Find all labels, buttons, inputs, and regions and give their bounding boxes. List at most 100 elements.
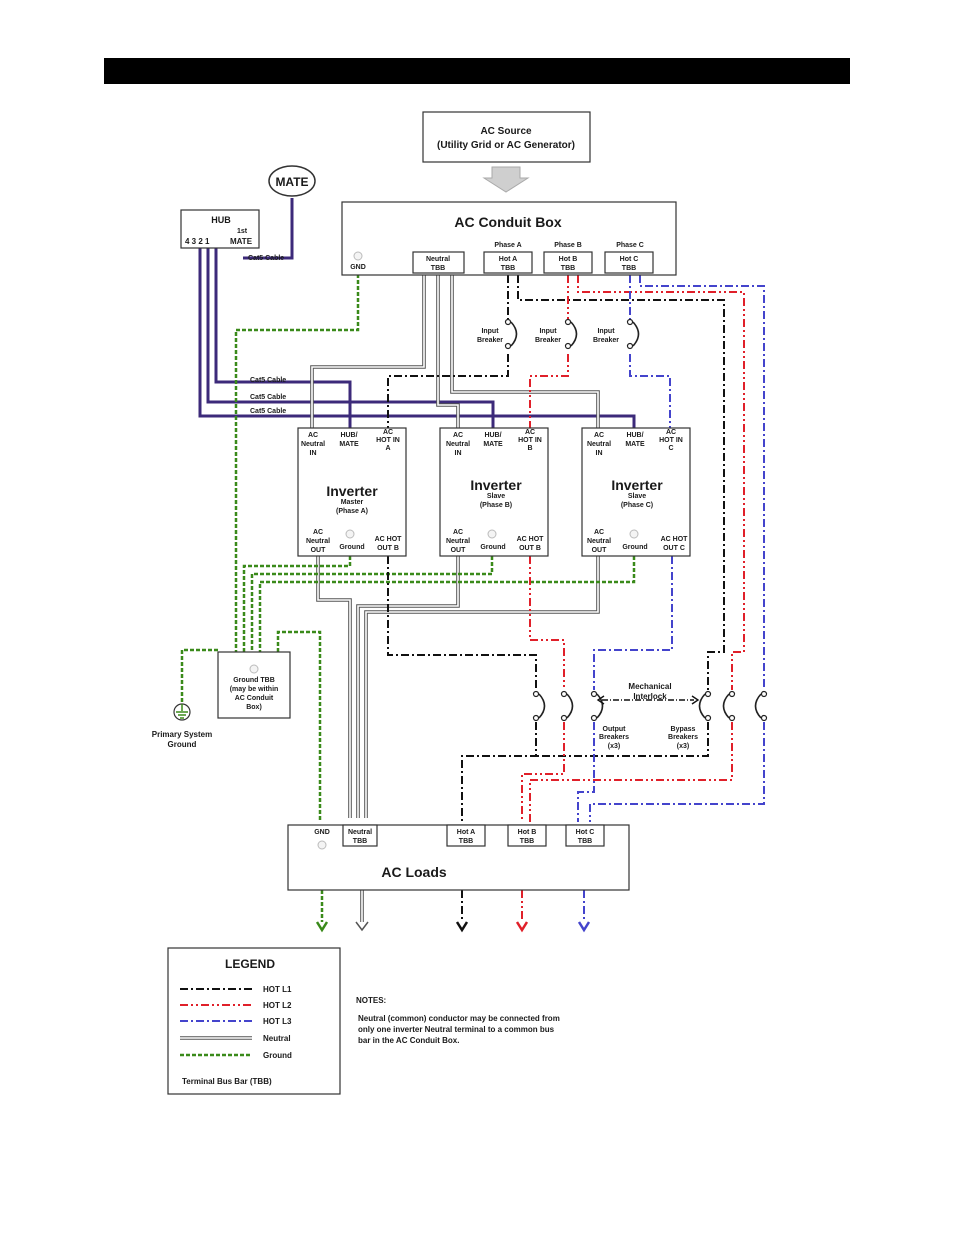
ac-source-sublabel: (Utility Grid or AC Generator) <box>437 140 575 151</box>
phase-b-label: Phase B <box>554 242 582 249</box>
label-inverters-1-ground: Ground <box>480 544 505 551</box>
label-inverters-0-hot_in-2: A <box>385 445 390 452</box>
hub-first-label: 1st <box>237 228 248 235</box>
header-bar <box>104 58 850 84</box>
hot-l2-wires <box>521 275 745 922</box>
phase-a-label: Phase A <box>494 242 521 249</box>
label-inverters-1-neutral_out-2: OUT <box>451 547 467 554</box>
conduit-gnd-label: GND <box>350 264 366 271</box>
inverter-slave-b-ground-icon <box>487 529 497 539</box>
conduit-hot-c-1: Hot C <box>620 256 639 263</box>
conduit-hot-a-2: TBB <box>501 265 515 272</box>
input-breaker-a-label-1: Input <box>481 328 499 335</box>
primary-ground-label-2: Ground <box>168 740 197 749</box>
ground-arrow <box>315 921 329 933</box>
label-inverters-0-neutral_out-1: Neutral <box>306 538 330 545</box>
ground-tbb-terminal-icon <box>249 664 259 674</box>
inverter-slave-b: AC Neutral IN HUB/ MATE AC HOT IN B Inve… <box>439 427 549 557</box>
hot-b-arrow <box>515 921 529 933</box>
label-inverters-0-ac_neutral_in-2: IN <box>310 450 317 457</box>
label-inverters-2-hub_mate-1: MATE <box>625 441 645 448</box>
label-inverters-1-role: Slave <box>487 493 505 500</box>
label-ground_tbb-2: AC Conduit <box>235 695 274 702</box>
input-breaker-b-label-1: Input <box>539 328 557 335</box>
label-inverters-2-neutral_out-1: Neutral <box>587 538 611 545</box>
label-inverters-2-hot_in-0: AC <box>666 429 676 436</box>
label-inverters-0-neutral_out-0: AC <box>313 529 323 536</box>
label-inverters-2-ac_neutral_in-2: IN <box>596 450 603 457</box>
label-inverters-1-hub_mate-0: HUB/ <box>484 432 501 439</box>
cat5-label-2: Cat5 Cable <box>250 394 286 401</box>
legend-title: LEGEND <box>225 957 275 971</box>
label-loads-hot_b_tbb-1: TBB <box>520 838 534 845</box>
label-loads-hot_b_tbb-0: Hot B <box>518 829 537 836</box>
ac-loads-box: GND Neutral TBB Hot A TBB Hot B TBB Hot … <box>287 824 630 891</box>
input-breaker-a-label-2: Breaker <box>477 337 503 344</box>
hub-box: HUB 4 3 2 1 1st MATE <box>180 209 260 249</box>
label-inverters-1-ac_neutral_in-1: Neutral <box>446 441 470 448</box>
bypass-breaker-c-icon <box>754 690 768 722</box>
conduit-title: AC Conduit Box <box>454 214 562 230</box>
input-breaker-c-label-2: Breaker <box>593 337 619 344</box>
label-inverters-2-ground: Ground <box>622 544 647 551</box>
inverter-master-ground-icon <box>345 529 355 539</box>
output-breakers-label-3: (x3) <box>608 743 620 750</box>
interlock-label-2: Interlock <box>633 692 667 701</box>
bypass-breaker-b-icon <box>722 690 736 722</box>
label-inverters-2-hot_out-1: OUT C <box>663 545 685 552</box>
label-inverters-0-hub_mate-1: MATE <box>339 441 359 448</box>
inverter-slave-c: AC Neutral IN HUB/ MATE AC HOT IN C Inve… <box>581 427 691 557</box>
label-loads-hot_a_tbb-1: TBB <box>459 838 473 845</box>
label-inverters-1-ac_neutral_in-2: IN <box>455 450 462 457</box>
label-inverters-2-neutral_out-0: AC <box>594 529 604 536</box>
hot-a-arrow <box>455 921 469 933</box>
label-inverters-2-ac_neutral_in-1: Neutral <box>587 441 611 448</box>
loads-gnd-terminal-icon <box>317 840 327 850</box>
input-breakers: Input Breaker Input Breaker Input Breake… <box>477 318 640 350</box>
legend-label-hot-l2: HOT L2 <box>263 1001 292 1010</box>
cat5-hub-to-mate <box>243 198 294 260</box>
input-breaker-c-label-1: Input <box>597 328 615 335</box>
input-breaker-b-label-2: Breaker <box>535 337 561 344</box>
cat5-label-mate: Cat5 Cable <box>248 255 284 262</box>
mate-label: MATE <box>275 175 308 189</box>
conduit-hot-a-1: Hot A <box>499 256 517 263</box>
conduit-gnd-terminal-icon <box>353 251 363 261</box>
label-inverters-0-hub_mate-0: HUB/ <box>340 432 357 439</box>
hot-c-arrow <box>577 921 591 933</box>
output-breaker-c-icon <box>590 690 604 722</box>
interlock-label-1: Mechanical <box>628 682 671 691</box>
label-inverters-0-hot_in-1: HOT IN <box>376 437 400 444</box>
label-inverters-1-ac_neutral_in-0: AC <box>453 432 463 439</box>
label-inverters-1-hot_out-0: AC HOT <box>517 536 545 543</box>
label-inverters-1-hot_in-0: AC <box>525 429 535 436</box>
label-inverters-2-hot_in-2: C <box>668 445 673 452</box>
neutral-arrow <box>355 921 369 932</box>
output-breakers <box>532 690 604 722</box>
phase-c-label: Phase C <box>616 242 644 249</box>
legend-label-ground: Ground <box>263 1051 292 1060</box>
label-inverters-2-phase: (Phase C) <box>621 502 653 509</box>
label-inverters-0-role: Master <box>341 499 364 506</box>
label-inverters-0-hot_out-0: AC HOT <box>375 536 403 543</box>
label-inverters-1-hub_mate-1: MATE <box>483 441 503 448</box>
label-inverters-1-neutral_out-1: Neutral <box>446 538 470 545</box>
label-inverters-1-hot_in-1: HOT IN <box>518 437 542 444</box>
bypass-breakers-label-3: (x3) <box>677 743 689 750</box>
label-inverters-0-hot_in-0: AC <box>383 429 393 436</box>
bypass-breaker-a-icon <box>698 690 712 722</box>
label-inverters-2-ac_neutral_in-0: AC <box>594 432 604 439</box>
input-breaker-c-icon <box>626 318 640 350</box>
output-breakers-label-1: Output <box>603 726 627 733</box>
label-inverters-0-ac_neutral_in-1: Neutral <box>301 441 325 448</box>
bypass-breakers-label-2: Breakers <box>668 734 698 741</box>
legend-footer: Terminal Bus Bar (TBB) <box>182 1077 272 1086</box>
conduit-hot-b-1: Hot B <box>559 256 578 263</box>
cat5-label-1: Cat5 Cable <box>250 377 286 384</box>
hub-mate-port: MATE <box>230 237 253 246</box>
label-ground_tbb-0: Ground TBB <box>233 677 275 684</box>
label-loads-neutral_tbb-0: Neutral <box>348 829 372 836</box>
conduit-hot-c-2: TBB <box>622 265 636 272</box>
earth-ground-icon <box>173 703 191 721</box>
